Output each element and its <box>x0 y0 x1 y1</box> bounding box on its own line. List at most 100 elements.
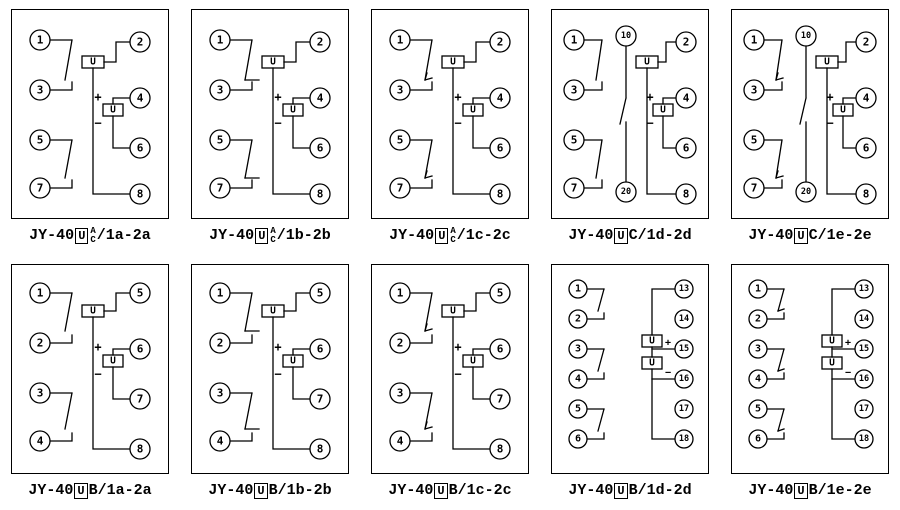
terminal <box>674 309 694 329</box>
caption-variant: B <box>628 482 638 499</box>
coil-box <box>821 356 843 370</box>
caption-prefix: JY-40 <box>388 482 434 499</box>
terminal-number: 7 <box>571 182 578 195</box>
terminal <box>748 279 768 299</box>
wire-bus-to-18 <box>831 368 856 440</box>
contact-10-20 <box>799 45 807 183</box>
wire-plus-6 <box>472 348 491 356</box>
terminal <box>129 31 151 53</box>
terminal <box>309 87 331 109</box>
wire-bus-to-8 <box>92 316 131 450</box>
terminal-number: 16 <box>679 374 689 384</box>
terminal <box>743 79 765 101</box>
coil-label: U <box>290 356 296 367</box>
terminal-number: 8 <box>497 443 504 456</box>
terminal <box>209 282 231 304</box>
caption-prefix: JY-40 <box>748 227 794 244</box>
coil-label: U <box>829 358 835 369</box>
terminal-number: 8 <box>863 188 870 201</box>
wire-bus-to-8 <box>92 67 131 195</box>
schematic-frame: U U + − 1 2 3 4 5 6 7 8 <box>371 264 529 474</box>
contact-1-3 <box>583 39 603 91</box>
terminals: 1 3 5 7 10 20 2 4 6 8 <box>563 25 697 205</box>
terminal-number: 3 <box>37 387 44 400</box>
minus-mark: − <box>454 367 461 381</box>
caption-suffix: /1d-2d <box>637 227 692 244</box>
caption-variant: C <box>628 227 638 244</box>
coil-label: U <box>270 57 276 68</box>
terminal-number: 6 <box>137 142 144 155</box>
coil-label: U <box>649 358 655 369</box>
terminal-number: 20 <box>801 187 811 197</box>
terminal-number: 5 <box>397 134 404 147</box>
terminal-number: 8 <box>137 188 144 201</box>
wire-13-to-coil <box>651 288 676 336</box>
caption-boxed-u: U <box>614 227 628 244</box>
minus-mark: − <box>454 116 461 130</box>
terminal-number: 8 <box>683 188 690 201</box>
caption-variant: B <box>88 482 98 499</box>
terminal <box>389 177 411 199</box>
caption-suffix: /1a-2a <box>97 482 152 499</box>
terminal <box>309 282 331 304</box>
coil-label: U <box>290 105 296 116</box>
coil-box <box>441 304 465 318</box>
schematic-drawing: U U + − 1 2 3 4 5 6 13 14 15 16 17 18 <box>748 279 874 449</box>
wiring <box>583 39 677 195</box>
schematic-frame: U U + − 1 2 3 4 5 6 13 14 15 16 17 18 <box>731 264 889 474</box>
terminal-number: 3 <box>37 84 44 97</box>
terminal <box>129 183 151 205</box>
coil-label: U <box>270 306 276 317</box>
terminal <box>389 79 411 101</box>
schematic-drawing: U U + − 1 2 3 4 5 6 7 8 <box>29 282 151 460</box>
coil-label: U <box>824 57 830 68</box>
wire-minus-6 <box>662 115 677 149</box>
terminal-number: 4 <box>683 92 690 105</box>
wiring <box>229 39 311 195</box>
wiring <box>763 39 857 195</box>
wire-bus-to-8 <box>452 316 491 450</box>
coil-label: U <box>450 306 456 317</box>
caption-boxed-u: U <box>75 227 89 244</box>
wire-plus-4 <box>662 97 677 105</box>
terminal-number: 8 <box>317 443 324 456</box>
minus-mark: − <box>845 368 851 379</box>
contact-5-7 <box>49 139 73 189</box>
coil-label: U <box>450 57 456 68</box>
terminal <box>29 79 51 101</box>
caption-variant: B <box>268 482 278 499</box>
caption-prefix: JY-40 <box>748 482 794 499</box>
terminal-number: 6 <box>575 434 581 445</box>
terminal <box>615 25 637 47</box>
terminal-number: 7 <box>397 182 404 195</box>
minus-mark: − <box>826 116 833 130</box>
terminals: 1 3 5 7 10 20 2 4 6 8 <box>743 25 877 205</box>
contact-nc-marks <box>244 330 260 430</box>
terminal <box>748 339 768 359</box>
coil-box <box>102 103 124 117</box>
contact-1-2 <box>586 288 605 320</box>
terminal-number: 4 <box>397 435 404 448</box>
minus-mark: − <box>274 116 281 130</box>
terminal-number: 2 <box>217 337 224 350</box>
coil-box <box>821 334 843 348</box>
wire-coil-to-5 <box>103 292 131 312</box>
terminal <box>309 183 331 205</box>
terminal <box>489 388 511 410</box>
caption-boxed-u: U <box>434 482 448 499</box>
terminals: 1 2 3 4 5 6 7 8 <box>209 282 331 460</box>
terminal <box>29 332 51 354</box>
terminal-number: 5 <box>217 134 224 147</box>
terminal <box>563 29 585 51</box>
schematic-drawing: U U + − 1 2 3 4 5 6 13 14 15 16 17 18 <box>568 279 694 449</box>
terminal <box>129 137 151 159</box>
terminal-number: 3 <box>397 387 404 400</box>
contact-1-2 <box>49 292 73 344</box>
caption-variant: C <box>808 227 818 244</box>
